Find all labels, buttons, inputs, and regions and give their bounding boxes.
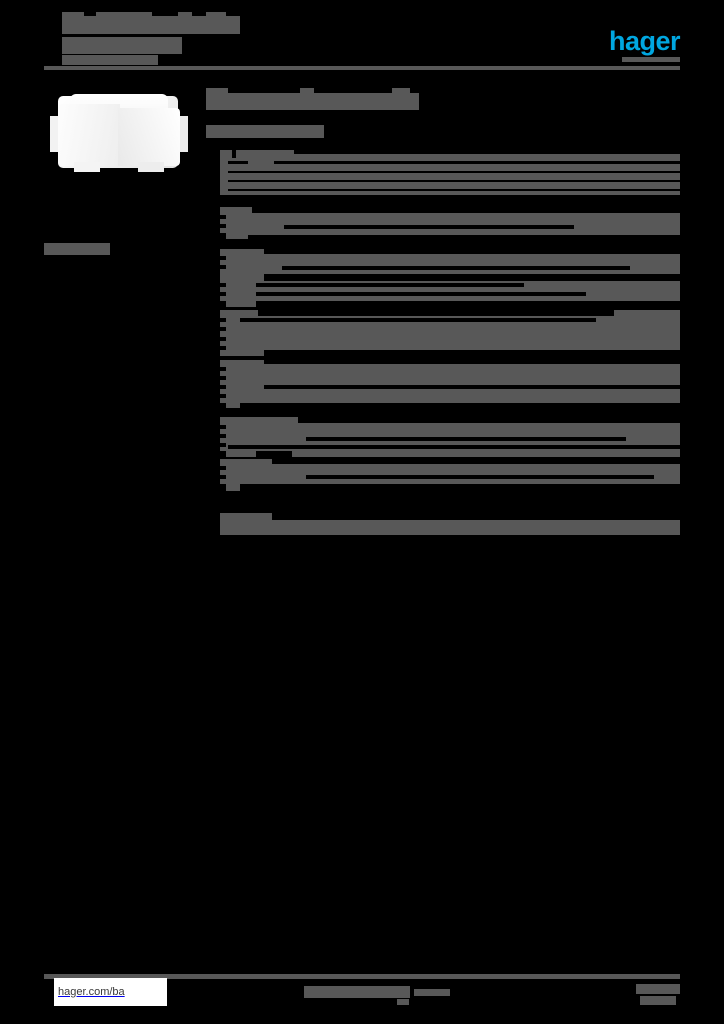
spec-section-4 <box>206 310 680 356</box>
spec-section-7 <box>206 459 680 491</box>
section-gap-6 <box>206 457 680 459</box>
spec-section-1 <box>206 150 680 197</box>
header-title-tick-1 <box>62 12 84 18</box>
product-reference <box>206 125 324 138</box>
footer-website-link-text: hager.com/ba <box>58 986 125 998</box>
main-content <box>206 88 680 543</box>
product-face-left <box>58 104 120 166</box>
section-gap-5 <box>206 408 680 417</box>
footer-page-number <box>636 984 680 994</box>
spec-section-8 <box>206 513 680 543</box>
page-subtitle <box>62 55 158 65</box>
product-caption <box>44 243 110 255</box>
spec-section-5 <box>206 360 680 408</box>
footer-center-text-secondary <box>414 989 450 996</box>
header-title-tick-3 <box>178 12 192 18</box>
footer-divider <box>44 974 680 979</box>
page-title-line-2 <box>62 37 182 54</box>
section-gap-7 <box>206 491 680 513</box>
product-image <box>44 88 192 184</box>
section-gap-1 <box>206 197 680 207</box>
main-title-tick-1 <box>206 88 228 94</box>
page-footer: hager.com/ba <box>0 966 724 1024</box>
page-title <box>62 16 240 54</box>
section-gap-3 <box>206 307 680 310</box>
header-divider <box>44 66 680 70</box>
product-title <box>206 93 419 110</box>
page-title-line-1 <box>62 16 240 34</box>
product-foot-left <box>74 162 100 172</box>
left-column <box>44 88 194 184</box>
product-face-right <box>118 108 180 166</box>
hager-logo: hager <box>608 26 681 56</box>
header-title-tick-2 <box>96 12 152 18</box>
main-title-tick-3 <box>392 88 410 94</box>
product-foot-right <box>138 162 164 172</box>
section-gap-4 <box>206 356 680 360</box>
footer-website-link[interactable]: hager.com/ba <box>54 978 167 1006</box>
section-gap-2 <box>206 239 680 249</box>
spec-section-2 <box>206 207 680 239</box>
page-header: hager <box>0 0 724 78</box>
footer-center-tick <box>397 999 409 1005</box>
header-title-tick-4 <box>206 12 226 18</box>
spec-section-3 <box>206 249 680 307</box>
main-title-tick-2 <box>300 88 314 94</box>
logo-underline <box>622 57 680 62</box>
spec-section-6 <box>206 417 680 457</box>
footer-center-text <box>304 986 410 998</box>
footer-page-number-secondary <box>640 996 676 1005</box>
